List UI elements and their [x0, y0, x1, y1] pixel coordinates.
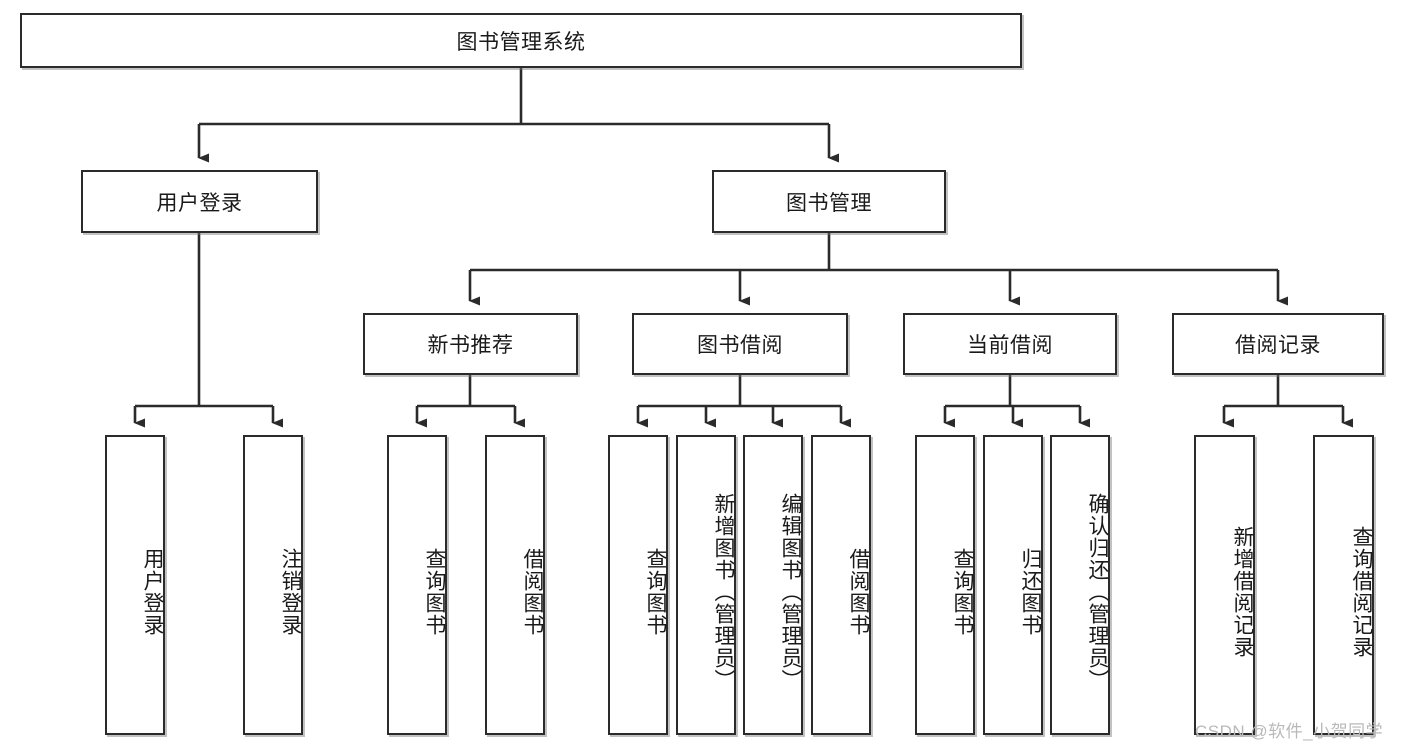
- node-book-management[interactable]: 图书管理: [712, 170, 946, 233]
- node-leaf-add-book[interactable]: 新增图书（管理员）: [676, 435, 736, 735]
- node-user-login-label: 用户登录: [156, 191, 243, 215]
- node-leaf-borrow-book-label: 借阅图书: [847, 548, 870, 636]
- node-leaf-add-book-label: 新增图书（管理员）: [712, 493, 735, 691]
- node-book-management-label: 图书管理: [786, 191, 872, 215]
- node-leaf-query-book-borrow-label: 查询图书: [644, 548, 667, 636]
- node-new-book-recommend[interactable]: 新书推荐: [363, 313, 578, 375]
- node-root[interactable]: 图书管理系统: [20, 13, 1022, 68]
- node-leaf-user-login[interactable]: 用户登录: [105, 435, 165, 735]
- node-leaf-borrow-book[interactable]: 借阅图书: [811, 435, 871, 735]
- node-current-borrow-label: 当前借阅: [967, 334, 1053, 357]
- node-current-borrow[interactable]: 当前借阅: [903, 313, 1117, 375]
- node-leaf-add-borrow-record[interactable]: 新增借阅记录: [1194, 435, 1255, 735]
- node-leaf-edit-book-label: 编辑图书（管理员）: [779, 493, 802, 691]
- node-leaf-query-book-current[interactable]: 查询图书: [915, 435, 975, 735]
- node-leaf-add-borrow-record-label: 新增借阅记录: [1231, 526, 1254, 658]
- node-leaf-logout-label: 注销登录: [279, 548, 302, 636]
- csdn-watermark: CSDN @软件_小贺同学: [1195, 722, 1384, 741]
- node-leaf-borrow-book-rec-label: 借阅图书: [521, 548, 544, 636]
- node-new-book-recommend-label: 新书推荐: [427, 334, 514, 357]
- node-leaf-confirm-return[interactable]: 确认归还（管理员）: [1050, 435, 1110, 735]
- node-borrow-record[interactable]: 借阅记录: [1172, 313, 1384, 375]
- node-root-label: 图书管理系统: [456, 30, 586, 54]
- node-leaf-query-book-current-label: 查询图书: [951, 548, 974, 636]
- node-leaf-return-book[interactable]: 归还图书: [983, 435, 1043, 735]
- node-leaf-confirm-return-label: 确认归还（管理员）: [1086, 493, 1109, 691]
- node-leaf-borrow-book-rec[interactable]: 借阅图书: [485, 435, 545, 735]
- node-leaf-logout[interactable]: 注销登录: [243, 435, 303, 735]
- node-leaf-edit-book[interactable]: 编辑图书（管理员）: [743, 435, 803, 735]
- node-leaf-user-login-label: 用户登录: [141, 548, 164, 636]
- node-book-borrow-label: 图书借阅: [697, 334, 783, 357]
- node-borrow-record-label: 借阅记录: [1235, 334, 1321, 357]
- node-leaf-query-borrow-record[interactable]: 查询借阅记录: [1313, 435, 1374, 735]
- node-leaf-return-book-label: 归还图书: [1019, 548, 1042, 636]
- node-leaf-query-borrow-record-label: 查询借阅记录: [1350, 526, 1373, 658]
- node-user-login[interactable]: 用户登录: [81, 170, 318, 233]
- node-book-borrow[interactable]: 图书借阅: [632, 313, 848, 375]
- node-leaf-query-book-rec-label: 查询图书: [423, 548, 446, 636]
- node-leaf-query-book-borrow[interactable]: 查询图书: [608, 435, 668, 735]
- node-leaf-query-book-rec[interactable]: 查询图书: [387, 435, 447, 735]
